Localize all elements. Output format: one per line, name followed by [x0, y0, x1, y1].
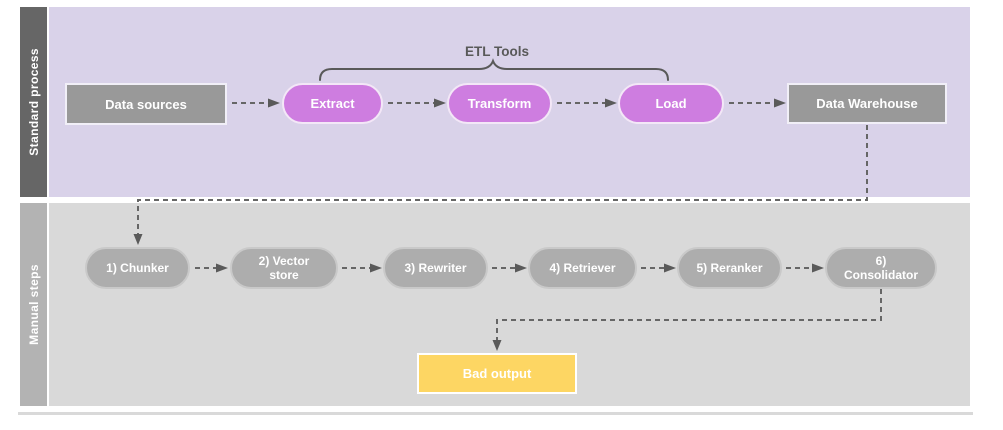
data-sources-node: Data sources	[65, 83, 227, 125]
step-node-vector-store: 2) Vector store	[230, 247, 338, 289]
step-node-consolidator: 6) Consolidator	[825, 247, 937, 289]
step-node-chunker: 1) Chunker	[85, 247, 190, 289]
manual-steps-lane-header: Manual steps	[20, 203, 47, 406]
standard-process-lane-header: Standard process	[20, 7, 47, 197]
data-warehouse-node: Data Warehouse	[787, 83, 947, 124]
load-node: Load	[618, 83, 724, 124]
etl-tools-label: ETL Tools	[465, 44, 529, 59]
bottom-divider	[18, 412, 973, 415]
step-node-retriever: 4) Retriever	[528, 247, 637, 289]
step-node-rewriter: 3) Rewriter	[383, 247, 488, 289]
bad-output-node: Bad output	[417, 353, 577, 394]
transform-node: Transform	[447, 83, 552, 124]
step-node-reranker: 5) Reranker	[677, 247, 782, 289]
standard-process-lane-label: Standard process	[26, 48, 41, 156]
manual-steps-lane-label: Manual steps	[26, 264, 41, 345]
extract-node: Extract	[282, 83, 383, 124]
